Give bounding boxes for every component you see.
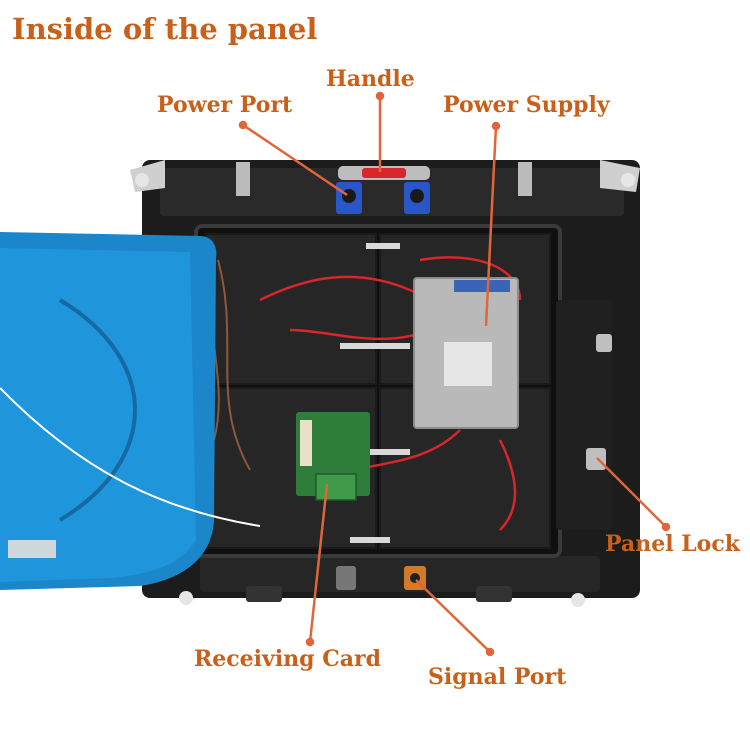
leader-lines <box>238 91 671 657</box>
upper-lock <box>596 334 612 352</box>
lock-housing <box>556 300 612 530</box>
brown-wire-2 <box>217 259 251 471</box>
blue-cover-label <box>8 540 56 558</box>
red-cable-2 <box>289 328 431 341</box>
leader-power-supply-dot <box>491 121 501 131</box>
led-module-1 <box>205 233 377 385</box>
leader-power-port-dot <box>238 120 248 130</box>
handle-grip <box>362 168 406 178</box>
corner-knob-right <box>621 173 635 187</box>
label-receiving-card: Receiving Card <box>194 646 381 672</box>
leader-handle-dot <box>375 91 385 101</box>
leader-power-supply <box>484 125 498 327</box>
leader-signal-port <box>415 579 491 653</box>
power-supply-terminals <box>454 280 510 292</box>
white-cable <box>0 387 261 527</box>
label-signal-port: Signal Port <box>428 664 567 690</box>
panel-lock <box>586 448 606 470</box>
leader-power-port <box>242 123 348 197</box>
leader-receiving-card <box>308 483 329 643</box>
receiving-card-chip <box>315 473 357 501</box>
cabinet-bottom-bar <box>200 556 600 592</box>
blue-cover-rib <box>58 298 137 522</box>
red-cable-4 <box>498 439 517 531</box>
label-panel-lock: Panel Lock <box>605 531 740 557</box>
cabinet-top-bar <box>160 168 624 216</box>
label-power-port: Power Port <box>157 92 293 118</box>
label-handle: Handle <box>326 66 415 92</box>
signal-port-1 <box>336 566 356 590</box>
power-ports <box>336 182 430 214</box>
red-cable-1 <box>259 275 431 302</box>
leader-panel-lock-dot <box>661 522 671 532</box>
leader-signal-port-dot <box>485 647 495 657</box>
page-title: Inside of the panel <box>12 12 318 46</box>
corner-knob-bottom-right <box>571 593 585 607</box>
corner-knob-left <box>135 173 149 187</box>
receiving-card-connector <box>300 420 312 466</box>
label-power-supply: Power Supply <box>443 92 610 118</box>
power-port-in-socket <box>342 189 356 203</box>
blue-cover-inner <box>0 248 196 582</box>
corner-knob-bottom-left <box>179 591 193 605</box>
power-supply <box>413 277 519 429</box>
leader-receiving-card-dot <box>305 637 315 647</box>
power-port-out-socket <box>410 189 424 203</box>
bottom-foot-1 <box>246 586 282 602</box>
bottom-foot-2 <box>476 586 512 602</box>
top-latch-1 <box>236 162 250 196</box>
blue-cover <box>0 232 261 590</box>
top-latch-2 <box>518 162 532 196</box>
power-supply-label <box>444 342 492 386</box>
receiving-card <box>296 412 370 501</box>
leader-panel-lock <box>596 457 667 528</box>
